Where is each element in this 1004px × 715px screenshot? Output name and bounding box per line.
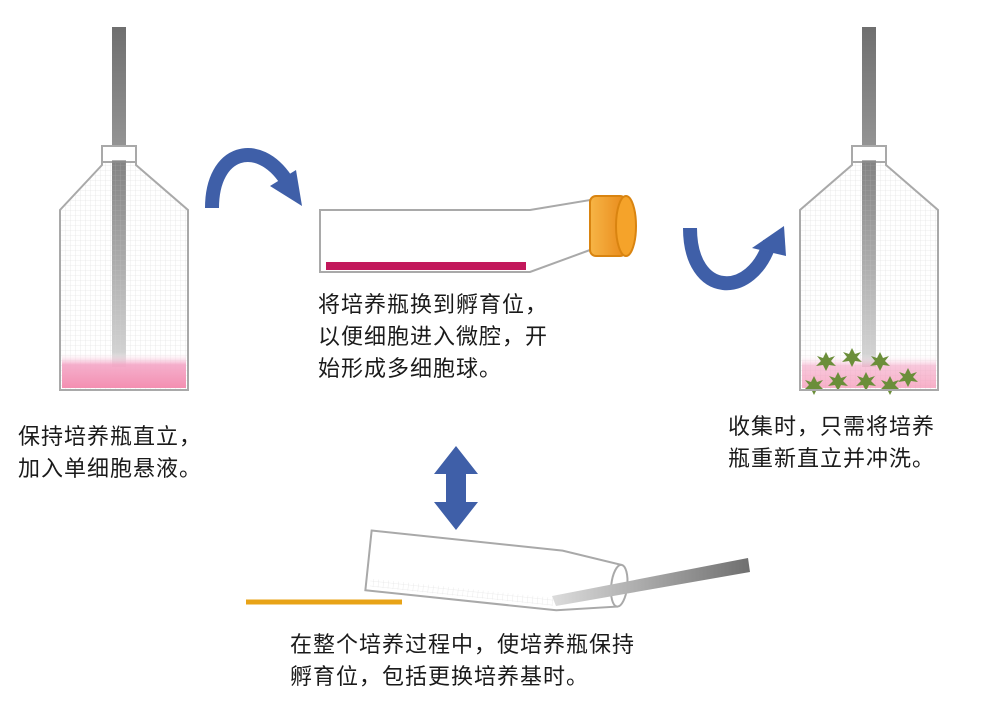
step1-line1: 保持培养瓶直立， (18, 425, 203, 450)
tilted-flask-medium-change (246, 529, 750, 612)
step2-line1: 将培养瓶换到孵育位， (318, 293, 549, 318)
step4-line1: 在整个培养过程中，使培养瓶保持 (290, 633, 636, 658)
step3-caption: 收集时，只需将培养 瓶重新直立并冲洗。 (728, 412, 935, 476)
flask-body (364, 529, 623, 612)
spheroid-icons (804, 348, 918, 395)
step4-caption: 在整个培养过程中，使培养瓶保持 孵育位，包括更换培养基时。 (290, 630, 635, 694)
flask-neck (851, 145, 887, 163)
step1-caption: 保持培养瓶直立， 加入单细胞悬液。 (18, 422, 202, 486)
step3-line2: 瓶重新直立并冲洗。 (728, 447, 936, 472)
cell-suspension (62, 352, 186, 388)
step2-line2: 以便细胞进入微腔，开 (318, 325, 549, 350)
upright-flask-harvest (799, 27, 939, 395)
flask-neck (101, 145, 137, 163)
step1-line2: 加入单细胞悬液。 (18, 457, 203, 482)
curved-arrow-icon (205, 148, 302, 209)
pipette-icon (552, 558, 750, 606)
upright-flask-seeding (59, 27, 189, 391)
horizontal-flask-incubation (319, 195, 637, 273)
flask-body (319, 198, 591, 273)
step3-line1: 收集时，只需将培养 (728, 415, 936, 440)
cell-layer (326, 262, 526, 270)
double-arrow-icon (434, 446, 478, 530)
step2-line3: 始形成多细胞球。 (318, 357, 503, 382)
step4-line2: 孵育位，包括更换培养基时。 (290, 665, 590, 690)
step2-caption: 将培养瓶换到孵育位， 以便细胞进入微腔，开 始形成多细胞球。 (318, 290, 548, 386)
curved-arrow-return-icon (683, 226, 786, 290)
